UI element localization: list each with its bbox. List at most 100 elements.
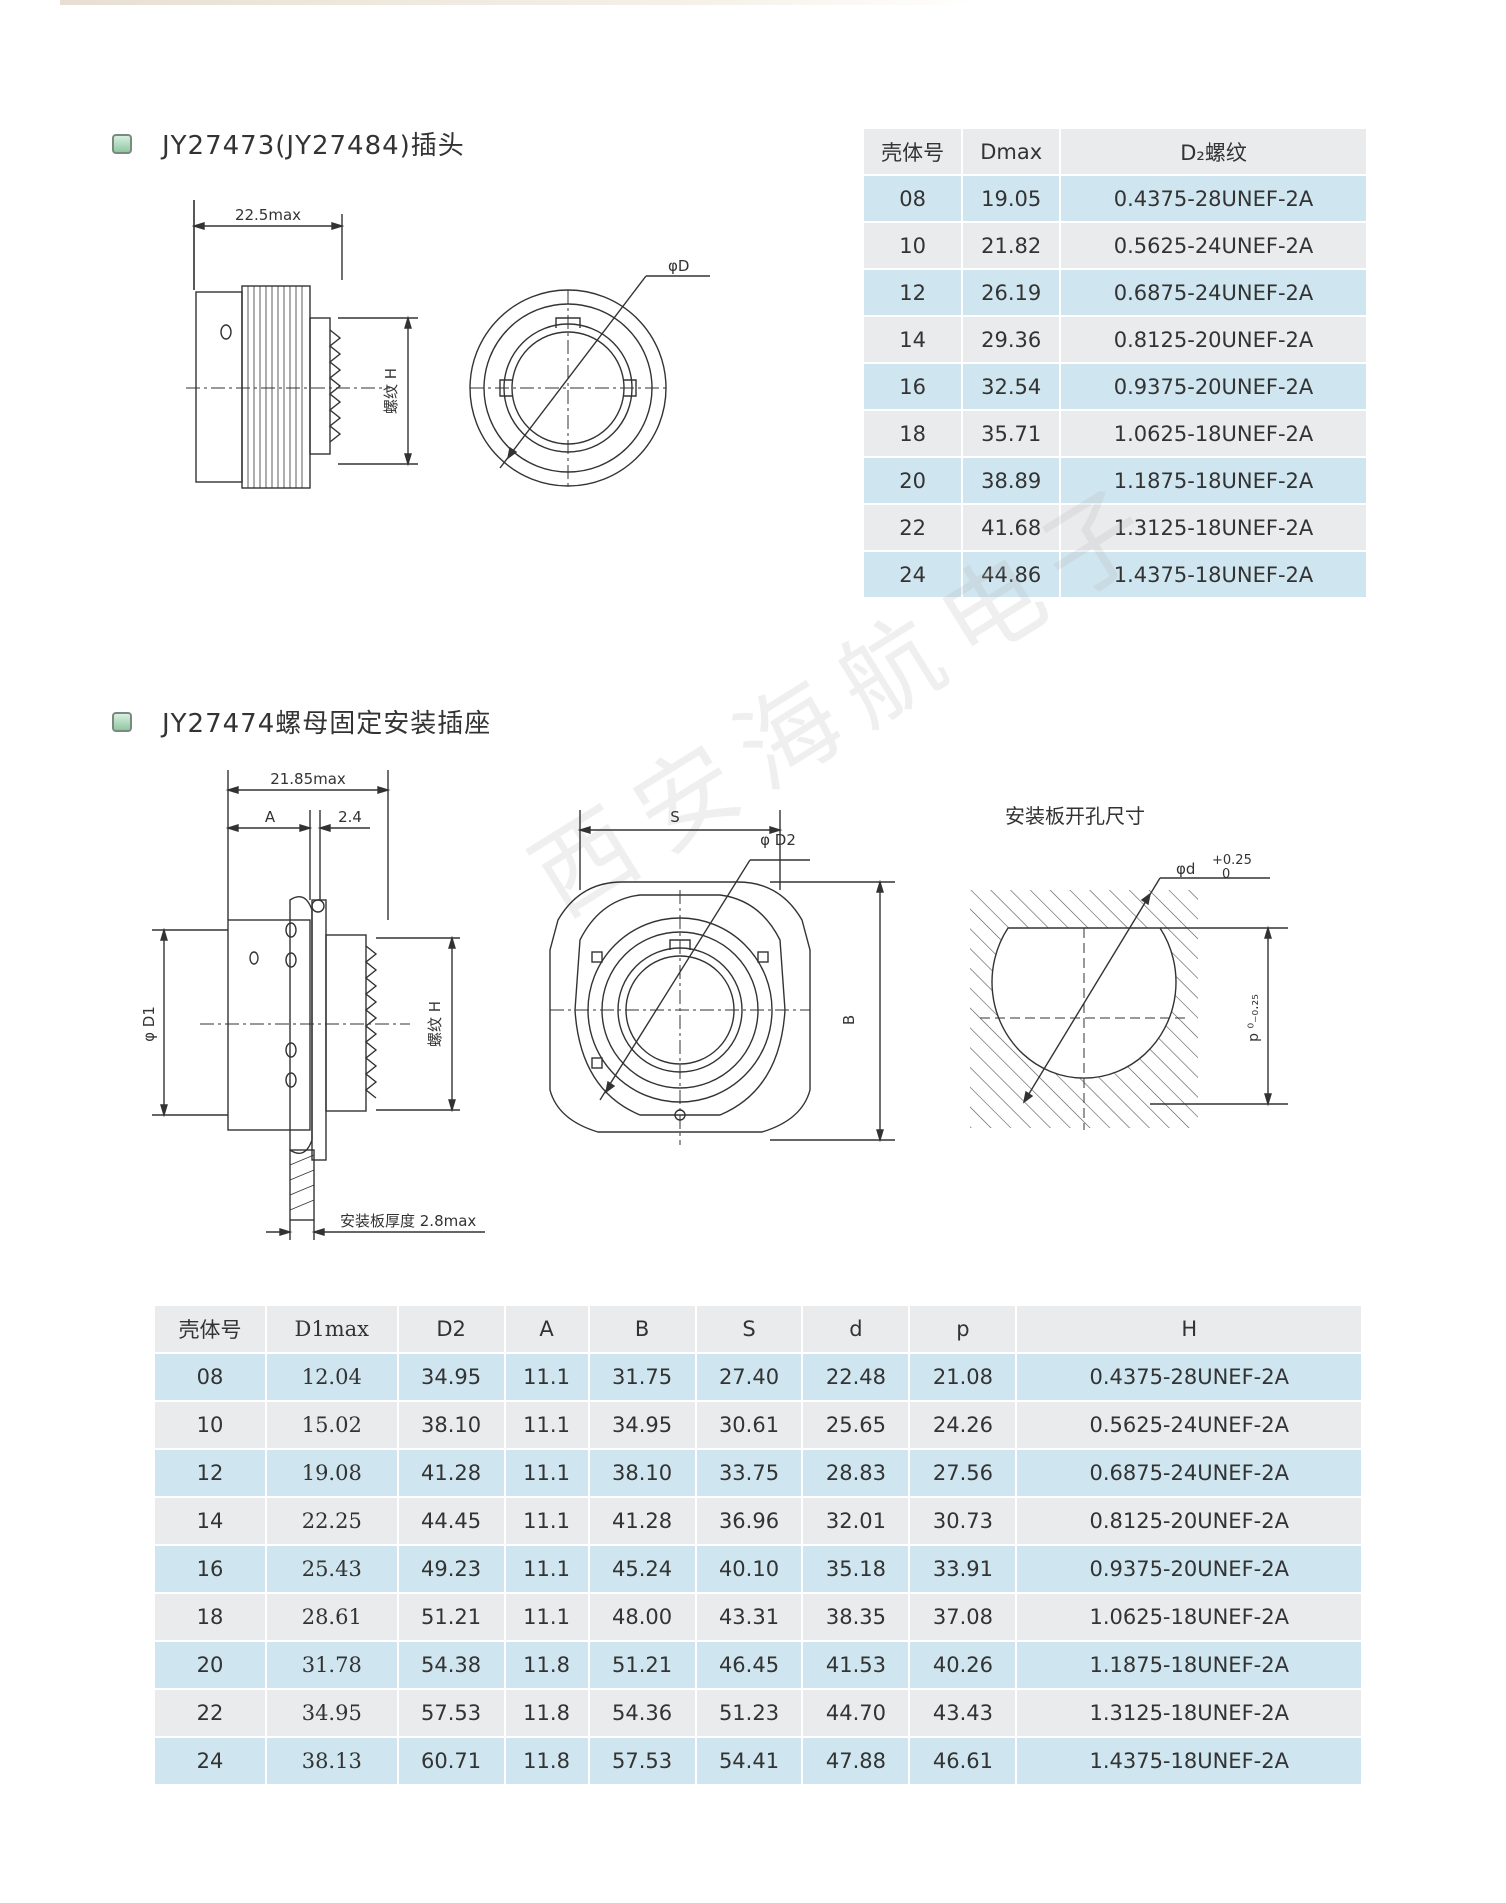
- cell: 11.1: [505, 1402, 590, 1450]
- cell: 0.5625-24UNEF-2A: [1061, 223, 1366, 270]
- cell: 1.3125-18UNEF-2A: [1061, 505, 1366, 552]
- header-h: H: [1017, 1306, 1361, 1354]
- cell: 12: [155, 1450, 267, 1498]
- cell: 33.91: [910, 1546, 1018, 1594]
- cell: 54.41: [696, 1738, 804, 1786]
- section-bullet-icon: [112, 711, 132, 732]
- cell: 41.28: [398, 1450, 506, 1498]
- cell: 11.1: [505, 1498, 590, 1546]
- cell: 11.1: [505, 1546, 590, 1594]
- receptacle-dim-panel: 安装板厚度 2.8max: [340, 1212, 476, 1230]
- cell: 21.08: [910, 1354, 1018, 1402]
- plug-drawing: 22.5max 螺纹 H φD: [186, 200, 710, 490]
- cell: 46.61: [910, 1738, 1018, 1786]
- header-shell: 壳体号: [155, 1306, 267, 1354]
- plug-dim-length: 22.5max: [235, 206, 301, 224]
- cell: 32.01: [803, 1498, 911, 1546]
- cell: 08: [155, 1354, 267, 1402]
- cell: 32.54: [963, 364, 1062, 411]
- cell: 38.35: [803, 1594, 911, 1642]
- cell: 11.8: [505, 1690, 590, 1738]
- cell: 33.75: [696, 1450, 804, 1498]
- cell: 51.21: [398, 1594, 506, 1642]
- cell: 0.9375-20UNEF-2A: [1061, 364, 1366, 411]
- cell: 0.5625-24UNEF-2A: [1017, 1402, 1361, 1450]
- cell: 54.38: [398, 1642, 506, 1690]
- plug-dim-diameter: φD: [668, 257, 689, 275]
- receptacle-dim-length: 21.85max: [270, 770, 346, 788]
- cell: 1.4375-18UNEF-2A: [1061, 552, 1366, 599]
- panel-cutout-drawing: φd +0.25 0 p ⁰₋₀.₂₅: [970, 853, 1288, 1130]
- cell: 22.25: [266, 1498, 399, 1546]
- cell: 10: [864, 223, 964, 270]
- cell: 44.70: [803, 1690, 911, 1738]
- cell: 24.26: [910, 1402, 1018, 1450]
- table-header-row: 壳体号 D1max D2 A B S d p H: [155, 1306, 1361, 1354]
- cell: 14: [864, 317, 964, 364]
- header-d1max: D1max: [266, 1306, 399, 1354]
- header-a: A: [505, 1306, 590, 1354]
- cell: 51.21: [589, 1642, 697, 1690]
- cell: 34.95: [398, 1354, 506, 1402]
- cell: 54.36: [589, 1690, 697, 1738]
- receptacle-side-drawing: 21.85max A 2.4 φ D1 螺纹 H 安装板厚度 2.8max: [140, 770, 485, 1240]
- cell: 0.6875-24UNEF-2A: [1061, 270, 1366, 317]
- cell: 35.18: [803, 1546, 911, 1594]
- receptacle-dim-s: S: [670, 808, 680, 826]
- top-decoration-bar: [60, 0, 980, 5]
- cell: 28.83: [803, 1450, 911, 1498]
- cell: 47.88: [803, 1738, 911, 1786]
- cell: 46.45: [696, 1642, 804, 1690]
- cell: 36.96: [696, 1498, 804, 1546]
- cell: 12: [864, 270, 964, 317]
- cell: 38.10: [398, 1402, 506, 1450]
- cell: 28.61: [266, 1594, 399, 1642]
- panel-tol-zero: 0: [1222, 867, 1230, 882]
- cell: 40.26: [910, 1642, 1018, 1690]
- cell: 16: [864, 364, 964, 411]
- header-d2: D2: [398, 1306, 506, 1354]
- panel-dim-p: p ⁰₋₀.₂₅: [1246, 994, 1262, 1042]
- panel-dim-phid: φd: [1176, 860, 1195, 878]
- cell: 43.31: [696, 1594, 804, 1642]
- cell: 43.43: [910, 1690, 1018, 1738]
- plug-dim-thread: 螺纹 H: [382, 368, 400, 414]
- cell: 57.53: [589, 1738, 697, 1786]
- cell: 41.68: [963, 505, 1062, 552]
- cell: 38.89: [963, 458, 1062, 505]
- cell: 38.13: [266, 1738, 399, 1786]
- receptacle-dim-d1: φ D1: [140, 1006, 158, 1042]
- section2-title: JY27474螺母固定安装插座: [162, 709, 492, 739]
- header-b: B: [589, 1306, 697, 1354]
- table-header-row: 壳体号 Dmax D₂螺纹: [864, 129, 1366, 176]
- header-d2-thread: D₂螺纹: [1061, 129, 1366, 176]
- cell: 24: [864, 552, 964, 599]
- section2-heading: JY27474螺母固定安装插座: [112, 703, 491, 740]
- cell: 21.82: [963, 223, 1062, 270]
- cell: 0.9375-20UNEF-2A: [1017, 1546, 1361, 1594]
- receptacle-dim-d2: φ D2: [760, 831, 796, 849]
- header-d: d: [803, 1306, 911, 1354]
- cell: 11.8: [505, 1642, 590, 1690]
- cell: 25.65: [803, 1402, 911, 1450]
- cell: 1.0625-18UNEF-2A: [1017, 1594, 1361, 1642]
- cell: 18: [155, 1594, 267, 1642]
- cell: 24: [155, 1738, 267, 1786]
- cell: 1.3125-18UNEF-2A: [1017, 1690, 1361, 1738]
- cell: 11.1: [505, 1354, 590, 1402]
- cell: 31.78: [266, 1642, 399, 1690]
